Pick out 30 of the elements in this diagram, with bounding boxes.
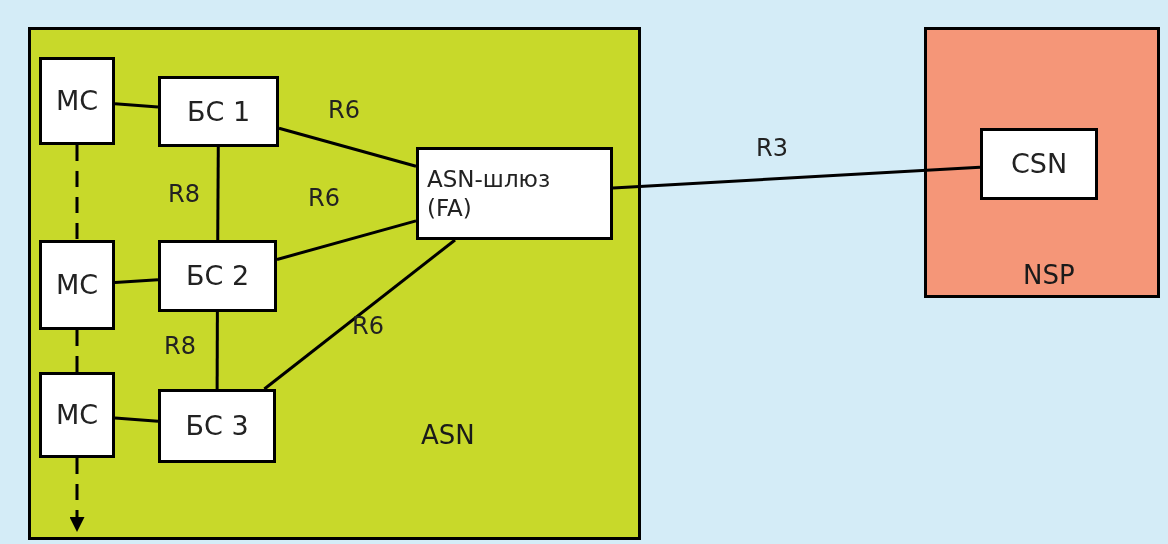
area-label: NSP [1023,260,1075,290]
connector-line [216,147,220,240]
arrow [69,458,85,532]
edge-label: R8 [164,332,196,360]
connector-line [114,416,159,423]
gateway-box: ASN-шлюз (FA) [416,147,613,240]
connector-line [75,330,79,372]
connector-line [114,102,159,109]
station-box: БС 1 [158,76,279,147]
connector-line [612,165,981,190]
station-box: БС 2 [158,240,277,312]
connector-line [215,312,219,389]
station-box: MC [39,240,115,330]
station-box: CSN [980,128,1098,200]
station-box: MC [39,372,115,458]
connector-line [278,126,417,168]
station-box: БС 3 [158,389,276,463]
area-label: ASN [421,420,475,450]
edge-label: R6 [308,184,340,212]
edge-label: R6 [352,312,384,340]
connector-line [114,278,159,285]
station-box: MC [39,57,115,145]
connector-line [263,238,456,391]
edge-label: R3 [756,134,788,162]
connector-line [75,145,79,240]
network-area [28,27,641,540]
edge-label: R8 [168,180,200,208]
connector-line [276,219,417,261]
edge-label: R6 [328,96,360,124]
network-area [924,27,1160,298]
